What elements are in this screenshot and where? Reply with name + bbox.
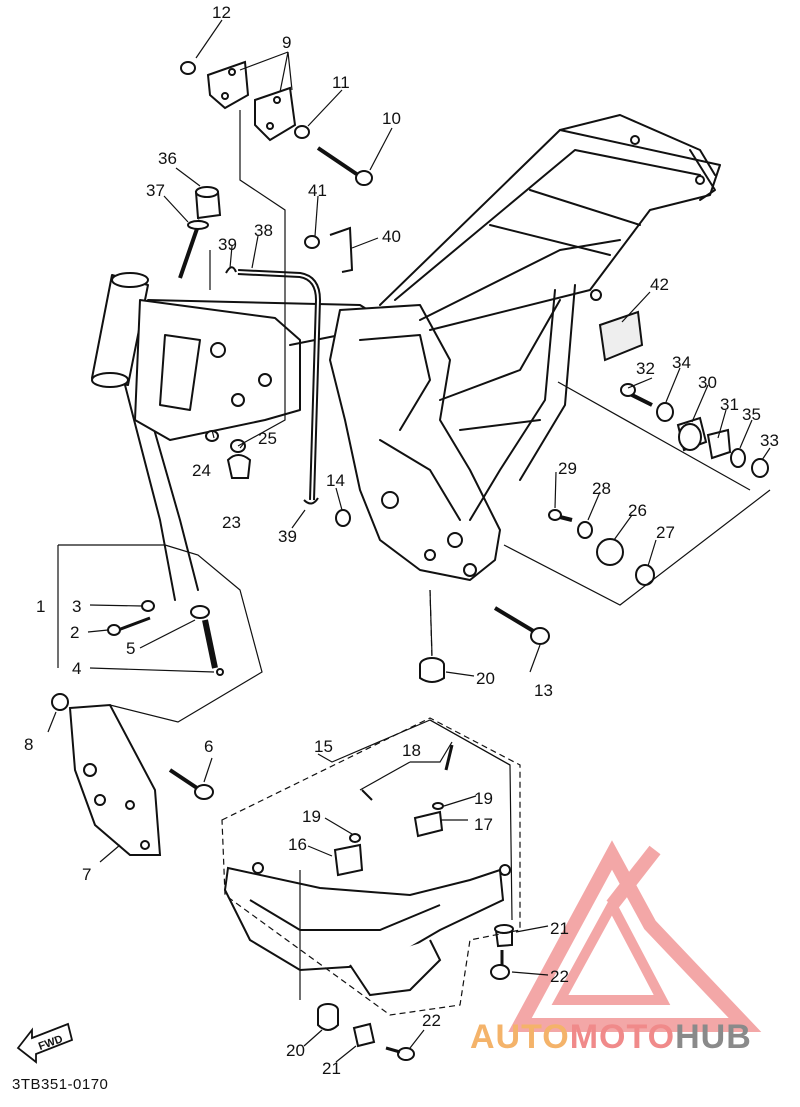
callout-7: 7 xyxy=(82,865,91,884)
callout-17: 17 xyxy=(474,815,493,834)
callout-20a: 20 xyxy=(476,669,495,688)
watermark-logo-icon xyxy=(508,840,762,1032)
fwd-arrow-icon: FWD xyxy=(16,1022,74,1064)
callout-39b: 39 xyxy=(278,527,297,546)
callout-22b: 22 xyxy=(422,1011,441,1030)
callout-labels: 1 2 3 4 5 6 7 8 9 10 11 12 13 14 15 16 1… xyxy=(24,3,779,1078)
callout-12: 12 xyxy=(212,3,231,22)
callout-28: 28 xyxy=(592,479,611,498)
callout-25: 25 xyxy=(258,429,277,448)
watermark-part1: AUTO xyxy=(470,1018,570,1056)
callout-1: 1 xyxy=(36,597,45,616)
callout-5: 5 xyxy=(126,639,135,658)
callout-21b: 21 xyxy=(322,1059,341,1078)
callout-35: 35 xyxy=(742,405,761,424)
callout-8: 8 xyxy=(24,735,33,754)
parts xyxy=(51,60,769,1061)
main-frame xyxy=(91,114,721,601)
callout-40: 40 xyxy=(382,227,401,246)
callout-16: 16 xyxy=(288,835,307,854)
callout-2: 2 xyxy=(70,623,79,642)
callout-23: 23 xyxy=(222,513,241,532)
callout-4: 4 xyxy=(72,659,81,678)
callout-38: 38 xyxy=(254,221,273,240)
callout-18: 18 xyxy=(402,741,421,760)
callout-31: 31 xyxy=(720,395,739,414)
callout-21a: 21 xyxy=(550,919,569,938)
diagram-part-number: 3TB351-0170 xyxy=(12,1076,109,1093)
callout-19b: 19 xyxy=(474,789,493,808)
callout-6: 6 xyxy=(204,737,213,756)
callout-34: 34 xyxy=(672,353,691,372)
callout-30: 30 xyxy=(698,373,717,392)
watermark-part2: MOTO xyxy=(569,1018,676,1056)
callout-10: 10 xyxy=(382,109,401,128)
callout-22a: 22 xyxy=(550,967,569,986)
callout-36: 36 xyxy=(158,149,177,168)
callout-42: 42 xyxy=(650,275,669,294)
callout-37: 37 xyxy=(146,181,165,200)
watermark-part3: HUB xyxy=(675,1018,752,1056)
callout-11: 11 xyxy=(332,73,350,92)
callout-19a: 19 xyxy=(302,807,321,826)
callout-15: 15 xyxy=(314,737,333,756)
callout-39a: 39 xyxy=(218,235,237,254)
callout-32: 32 xyxy=(636,359,655,378)
callout-20b: 20 xyxy=(286,1041,305,1060)
callout-41: 41 xyxy=(308,181,327,200)
leader-lines xyxy=(47,19,771,1063)
callout-9: 9 xyxy=(282,33,291,52)
callout-24: 24 xyxy=(192,461,211,480)
callout-14: 14 xyxy=(326,471,345,490)
callout-26: 26 xyxy=(628,501,647,520)
callout-13: 13 xyxy=(534,681,553,700)
callout-29: 29 xyxy=(558,459,577,478)
callout-33: 33 xyxy=(760,431,779,450)
callout-27: 27 xyxy=(656,523,675,542)
callout-3: 3 xyxy=(72,597,81,616)
watermark-text: AUTOMOTOHUB xyxy=(470,1018,752,1057)
